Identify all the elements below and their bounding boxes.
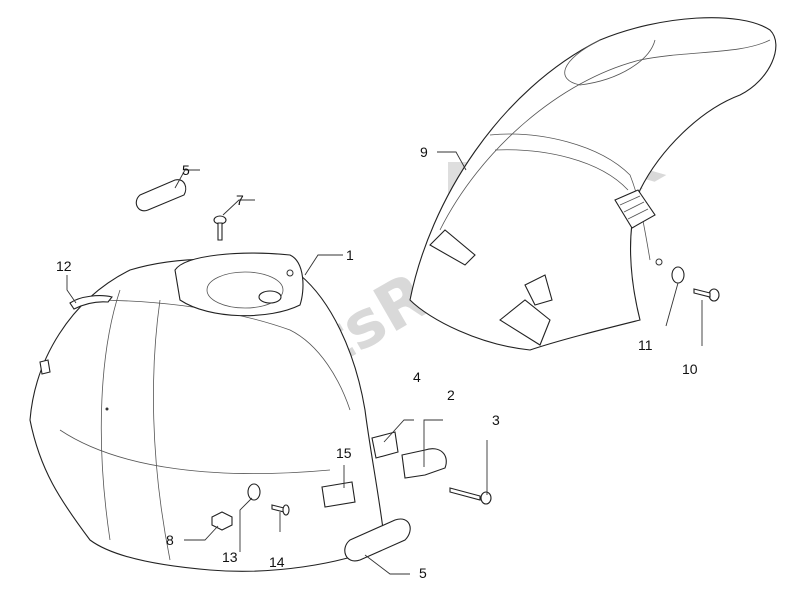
bumper-pad-part-5-bottom xyxy=(344,518,411,562)
screw-part-10 xyxy=(693,288,720,302)
label-part-14: 14 xyxy=(269,554,285,570)
label-part-1: 1 xyxy=(346,247,354,263)
plug-part-13 xyxy=(247,483,261,501)
label-part-7: 7 xyxy=(236,192,244,208)
screw-part-7 xyxy=(213,215,227,241)
washer-part-11 xyxy=(671,266,685,284)
clip-part-4 xyxy=(371,431,399,459)
nut-part-8 xyxy=(211,511,233,531)
label-part-8: 8 xyxy=(166,532,174,548)
label-part-4: 4 xyxy=(413,369,421,385)
clip-part-15 xyxy=(321,481,356,508)
rear-mudguard-part-9 xyxy=(409,17,777,351)
screw-part-14 xyxy=(271,504,290,516)
part-labels: 1 2 3 4 5 5 7 8 9 10 11 12 13 14 15 xyxy=(56,144,698,581)
label-part-10: 10 xyxy=(682,361,698,377)
leader-lines xyxy=(66,151,703,575)
label-part-9: 9 xyxy=(420,144,428,160)
label-part-5-bottom: 5 xyxy=(419,565,427,581)
label-part-15: 15 xyxy=(336,445,352,461)
label-part-3: 3 xyxy=(492,412,500,428)
label-part-13: 13 xyxy=(222,549,238,565)
screw-part-3 xyxy=(449,487,492,505)
label-part-11: 11 xyxy=(638,337,653,353)
front-mudguard-part-1 xyxy=(29,252,386,572)
label-part-5-top: 5 xyxy=(182,162,190,178)
label-part-12: 12 xyxy=(56,258,72,274)
label-part-2: 2 xyxy=(447,387,455,403)
reflector-part-12 xyxy=(69,295,113,310)
bumper-pad-part-5-top xyxy=(135,179,187,212)
